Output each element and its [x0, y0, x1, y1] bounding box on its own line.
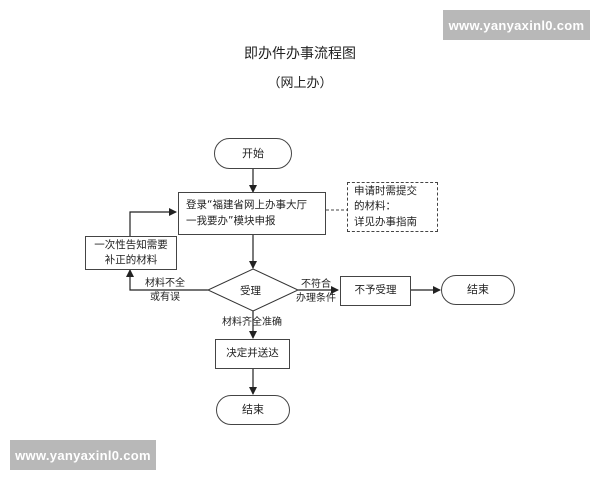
materials-note: 申请时需提交 的材料： 详见办事指南 [347, 182, 438, 232]
reject-label: 不予受理 [354, 284, 397, 297]
accept-diamond [206, 268, 300, 312]
label-not-qualified: 不符合 办理条件 [296, 279, 336, 304]
label-incomplete: 材料不全 或有误 [145, 278, 185, 303]
watermark-top: www.yanyaxinl0.com [443, 10, 590, 40]
decide-label: 决定并送达 [226, 347, 279, 360]
watermark-bottom: www.yanyaxinl0.com [10, 440, 156, 470]
decide-step: 决定并送达 [215, 339, 290, 369]
supplement-step: 一次性告知需要 补正的材料 [85, 236, 177, 270]
end-node-bottom: 结束 [216, 395, 290, 425]
edge-supplement-to-submit [129, 208, 177, 236]
supplement-label: 一次性告知需要 补正的材料 [94, 238, 168, 266]
edge-accept-to-supplement [126, 269, 208, 291]
label-complete: 材料齐全准确 [222, 317, 282, 328]
diagram-subtitle: （网上办） [267, 76, 333, 91]
reject-step: 不予受理 [340, 276, 411, 306]
start-label: 开始 [242, 146, 264, 160]
end-right-label: 结束 [467, 283, 489, 297]
accept-label: 受理 [240, 285, 261, 297]
end-bottom-label: 结束 [242, 403, 264, 417]
diagram-title: 即办件办事流程图 [244, 46, 356, 62]
submit-label: 登录“福建省网上办事大厅 一我要办”模块申报 [186, 199, 307, 227]
submit-step: 登录“福建省网上办事大厅 一我要办”模块申报 [178, 192, 326, 235]
start-node: 开始 [214, 138, 292, 169]
materials-note-label: 申请时需提交 的材料： 详见办事指南 [354, 185, 417, 228]
end-node-right: 结束 [441, 275, 515, 305]
